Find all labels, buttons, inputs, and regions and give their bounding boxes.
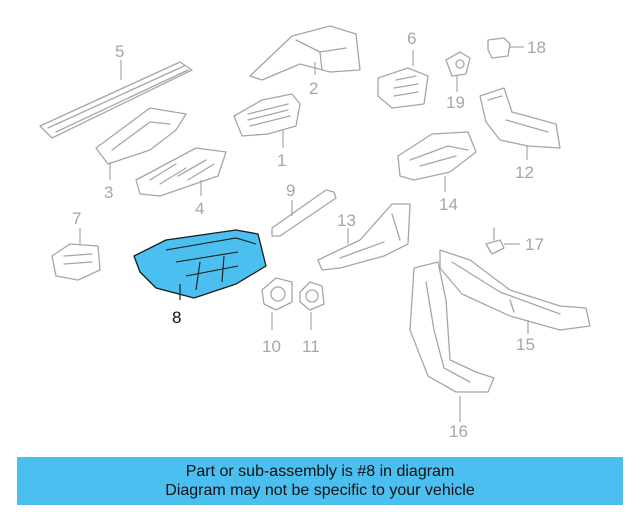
callout-5: 5: [115, 42, 124, 61]
callout-16: 16: [449, 422, 468, 441]
callout-9: 9: [286, 181, 295, 200]
part-7-small-vent[interactable]: [51, 243, 101, 281]
callout-14: 14: [439, 195, 458, 214]
part-11-seal[interactable]: [299, 281, 325, 311]
callout-18: 18: [527, 38, 546, 57]
callout-4: 4: [195, 199, 204, 218]
callout-7: 7: [72, 209, 81, 228]
callout-2: 2: [309, 79, 318, 98]
callout-3: 3: [104, 183, 113, 202]
part-16-lower-duct[interactable]: [409, 261, 495, 393]
part-14-vent-assembly[interactable]: [397, 131, 477, 181]
callout-1: 1: [277, 151, 286, 170]
part-12-duct[interactable]: [479, 87, 561, 149]
callout-19: 19: [446, 93, 465, 112]
callout-13: 13: [337, 211, 356, 230]
part-3-vent-bezel[interactable]: [95, 107, 187, 165]
part-6-side-vent[interactable]: [377, 67, 429, 109]
callout-6: 6: [407, 29, 416, 48]
callout-11: 11: [302, 337, 320, 356]
part-10-ring[interactable]: [261, 277, 293, 311]
callout-15: 15: [516, 335, 535, 354]
part-17-pin[interactable]: [485, 227, 505, 255]
callout-12: 12: [515, 163, 534, 182]
parts-diagram: 5 2 6 19 18 1 3 4: [39, 25, 591, 441]
part-8-center-vent-highlighted[interactable]: [133, 229, 267, 299]
banner-line-2: Diagram may not be specific to your vehi…: [165, 482, 475, 499]
banner-line-1: Part or sub-assembly is #8 in diagram: [185, 463, 455, 480]
part-19-clip[interactable]: [445, 51, 471, 77]
part-9-rod[interactable]: [271, 189, 337, 237]
part-15-long-duct[interactable]: [439, 249, 591, 331]
part-2-defroster-duct[interactable]: [249, 25, 361, 81]
callout-8: 8: [172, 308, 181, 327]
part-13-bracket[interactable]: [317, 203, 411, 271]
part-5-defroster-grille[interactable]: [39, 61, 193, 139]
part-18-sensor[interactable]: [487, 37, 511, 59]
part-4-double-vent[interactable]: [135, 147, 227, 197]
callout-10: 10: [262, 337, 281, 356]
info-banner: Part or sub-assembly is #8 in diagram Di…: [17, 457, 623, 505]
callout-17: 17: [525, 235, 544, 254]
part-1-center-vent[interactable]: [233, 93, 301, 137]
